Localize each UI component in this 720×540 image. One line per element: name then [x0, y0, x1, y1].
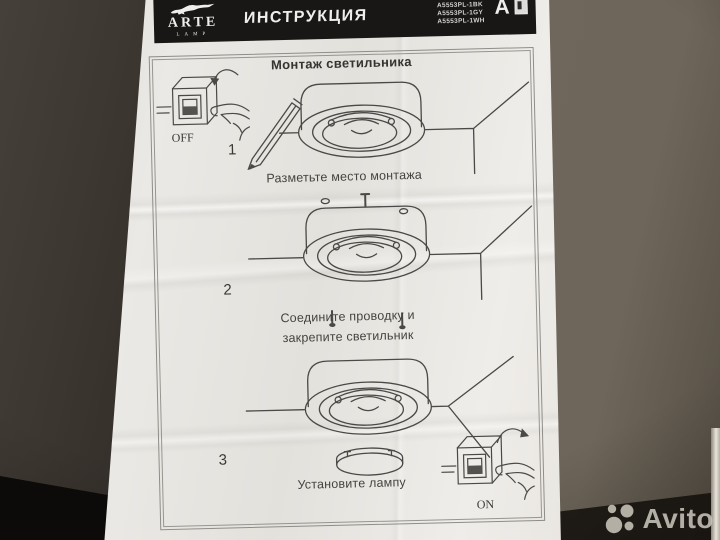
model-number: A5553PL-1WH — [437, 16, 485, 25]
instruction-sheet-content: ARTE LAMP ИНСТРУКЦИЯ A5553PL-1BK A5553PL… — [97, 0, 563, 540]
avito-dots-icon — [605, 504, 634, 534]
header-band: ARTE LAMP ИНСТРУКЦИЯ A5553PL-1BK A5553PL… — [153, 0, 537, 44]
size-letter: A — [494, 0, 510, 19]
watermark: Avito — [604, 502, 714, 536]
greyhound-dog-icon — [170, 3, 215, 15]
brand-name: ARTE — [167, 14, 219, 31]
step-number: 3 — [218, 451, 228, 469]
wall-switch-on-hand-icon — [440, 428, 536, 502]
wall-switch-off-hand-icon — [155, 69, 251, 143]
brand-subname: LAMP — [176, 31, 211, 38]
watermark-text: Avito — [642, 503, 714, 534]
step-number: 1 — [227, 141, 237, 159]
sheet-title: ИНСТРУКЦИЯ — [243, 6, 369, 27]
spotlight-and-lamp-drawing — [245, 355, 514, 476]
spotlight-with-screws-drawing — [248, 193, 533, 330]
spotlight-and-pencil-drawing — [247, 81, 530, 175]
booklet-icon — [514, 0, 528, 14]
step-number: 2 — [223, 281, 232, 299]
instruction-frame: Монтаж светильника OFF 1 Разметьте место… — [148, 46, 546, 531]
switch-on-label: ON — [476, 497, 495, 512]
switch-off-label: OFF — [171, 130, 194, 145]
model-numbers: A5553PL-1BK A5553PL-1GY A5553PL-1WH — [437, 1, 485, 26]
object-edge-right — [711, 428, 720, 540]
brand-logo: ARTE LAMP — [167, 2, 218, 37]
